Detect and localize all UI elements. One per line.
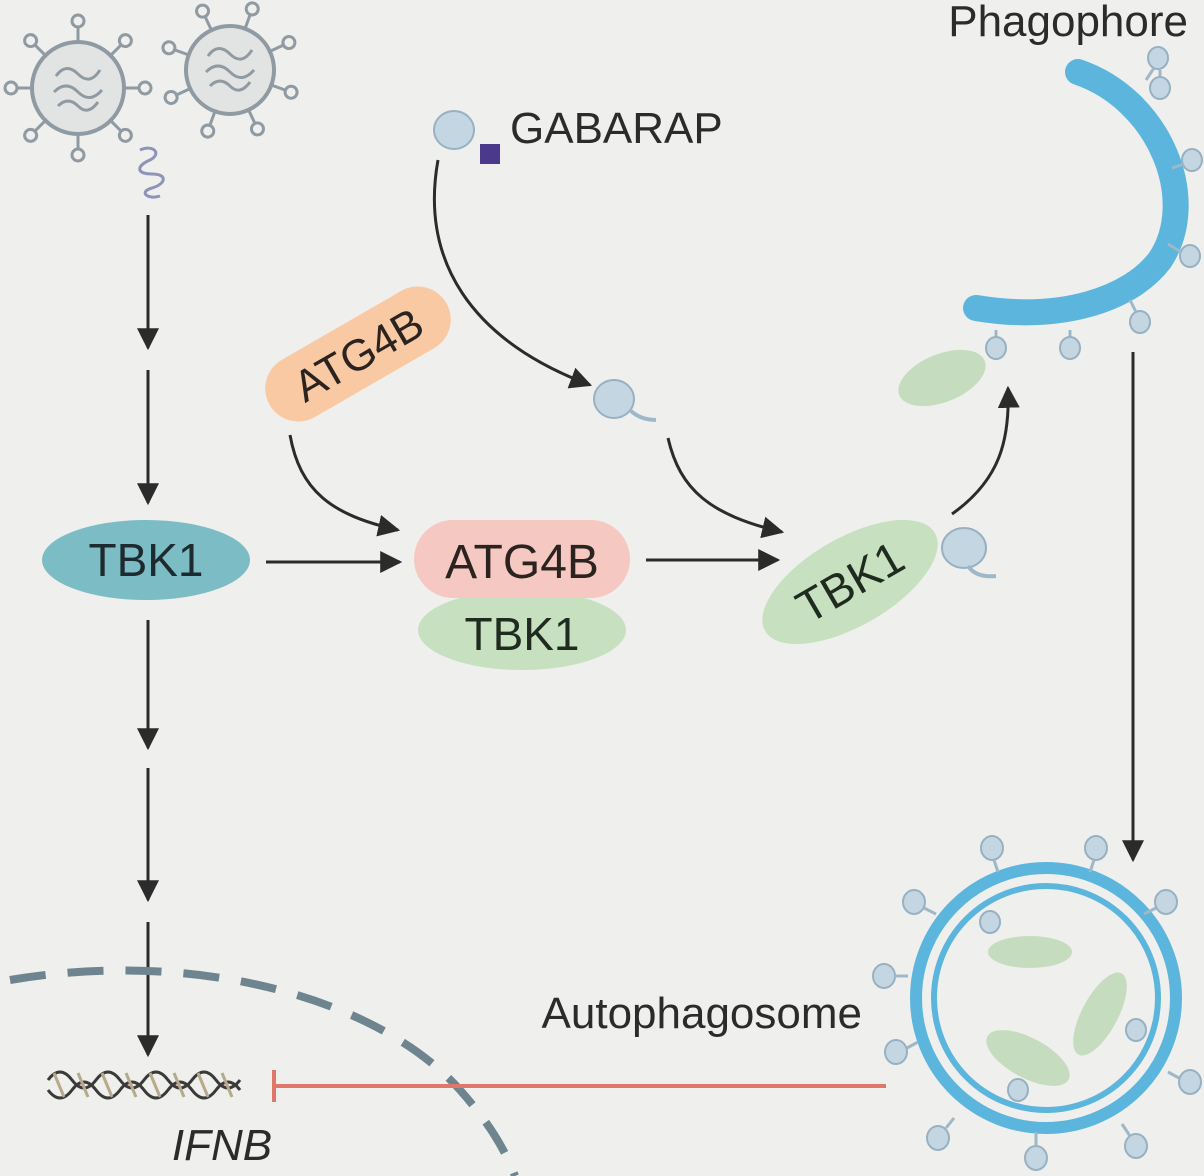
arrow-atg4b-to-complex	[288, 434, 401, 537]
virus-icon	[3, 13, 153, 163]
autophagosome-label: Autophagosome	[542, 989, 862, 1038]
phagophore-membrane	[963, 46, 1203, 361]
tbk1-complex-label: TBK1	[464, 608, 579, 660]
virus-icon	[159, 0, 301, 141]
tbk1-left-node: TBK1	[42, 520, 250, 600]
phagophore-label: Phagophore	[948, 0, 1188, 46]
dna-icon	[46, 1070, 242, 1100]
processed-gabarap	[593, 379, 657, 422]
nucleus-boundary	[9, 966, 519, 1176]
arrow-tbk1-to-phagophore	[951, 385, 1020, 516]
arrow-gabarap-to-tbk1	[666, 437, 785, 539]
arrow-gabarap-cleavage	[433, 159, 593, 389]
inhibition-line	[272, 1070, 886, 1102]
tbk1-left-label: TBK1	[88, 534, 203, 586]
autophagosome	[872, 835, 1202, 1171]
viral-rna-icon	[138, 146, 165, 199]
atg4b-complex-label: ATG4B	[445, 536, 599, 589]
atg4b-free-node: ATG4B	[265, 286, 451, 422]
ifnb-gene-label: IFNB	[172, 1121, 272, 1170]
gabarap-label: GABARAP	[510, 104, 723, 153]
atg4b-tbk1-complex: ATG4B TBK1	[414, 520, 630, 670]
gabarap-node: GABARAP	[433, 104, 723, 164]
tbk1-gabarap-node: TBK1	[762, 519, 997, 645]
cargo-tbk1-phagophore	[898, 349, 986, 407]
